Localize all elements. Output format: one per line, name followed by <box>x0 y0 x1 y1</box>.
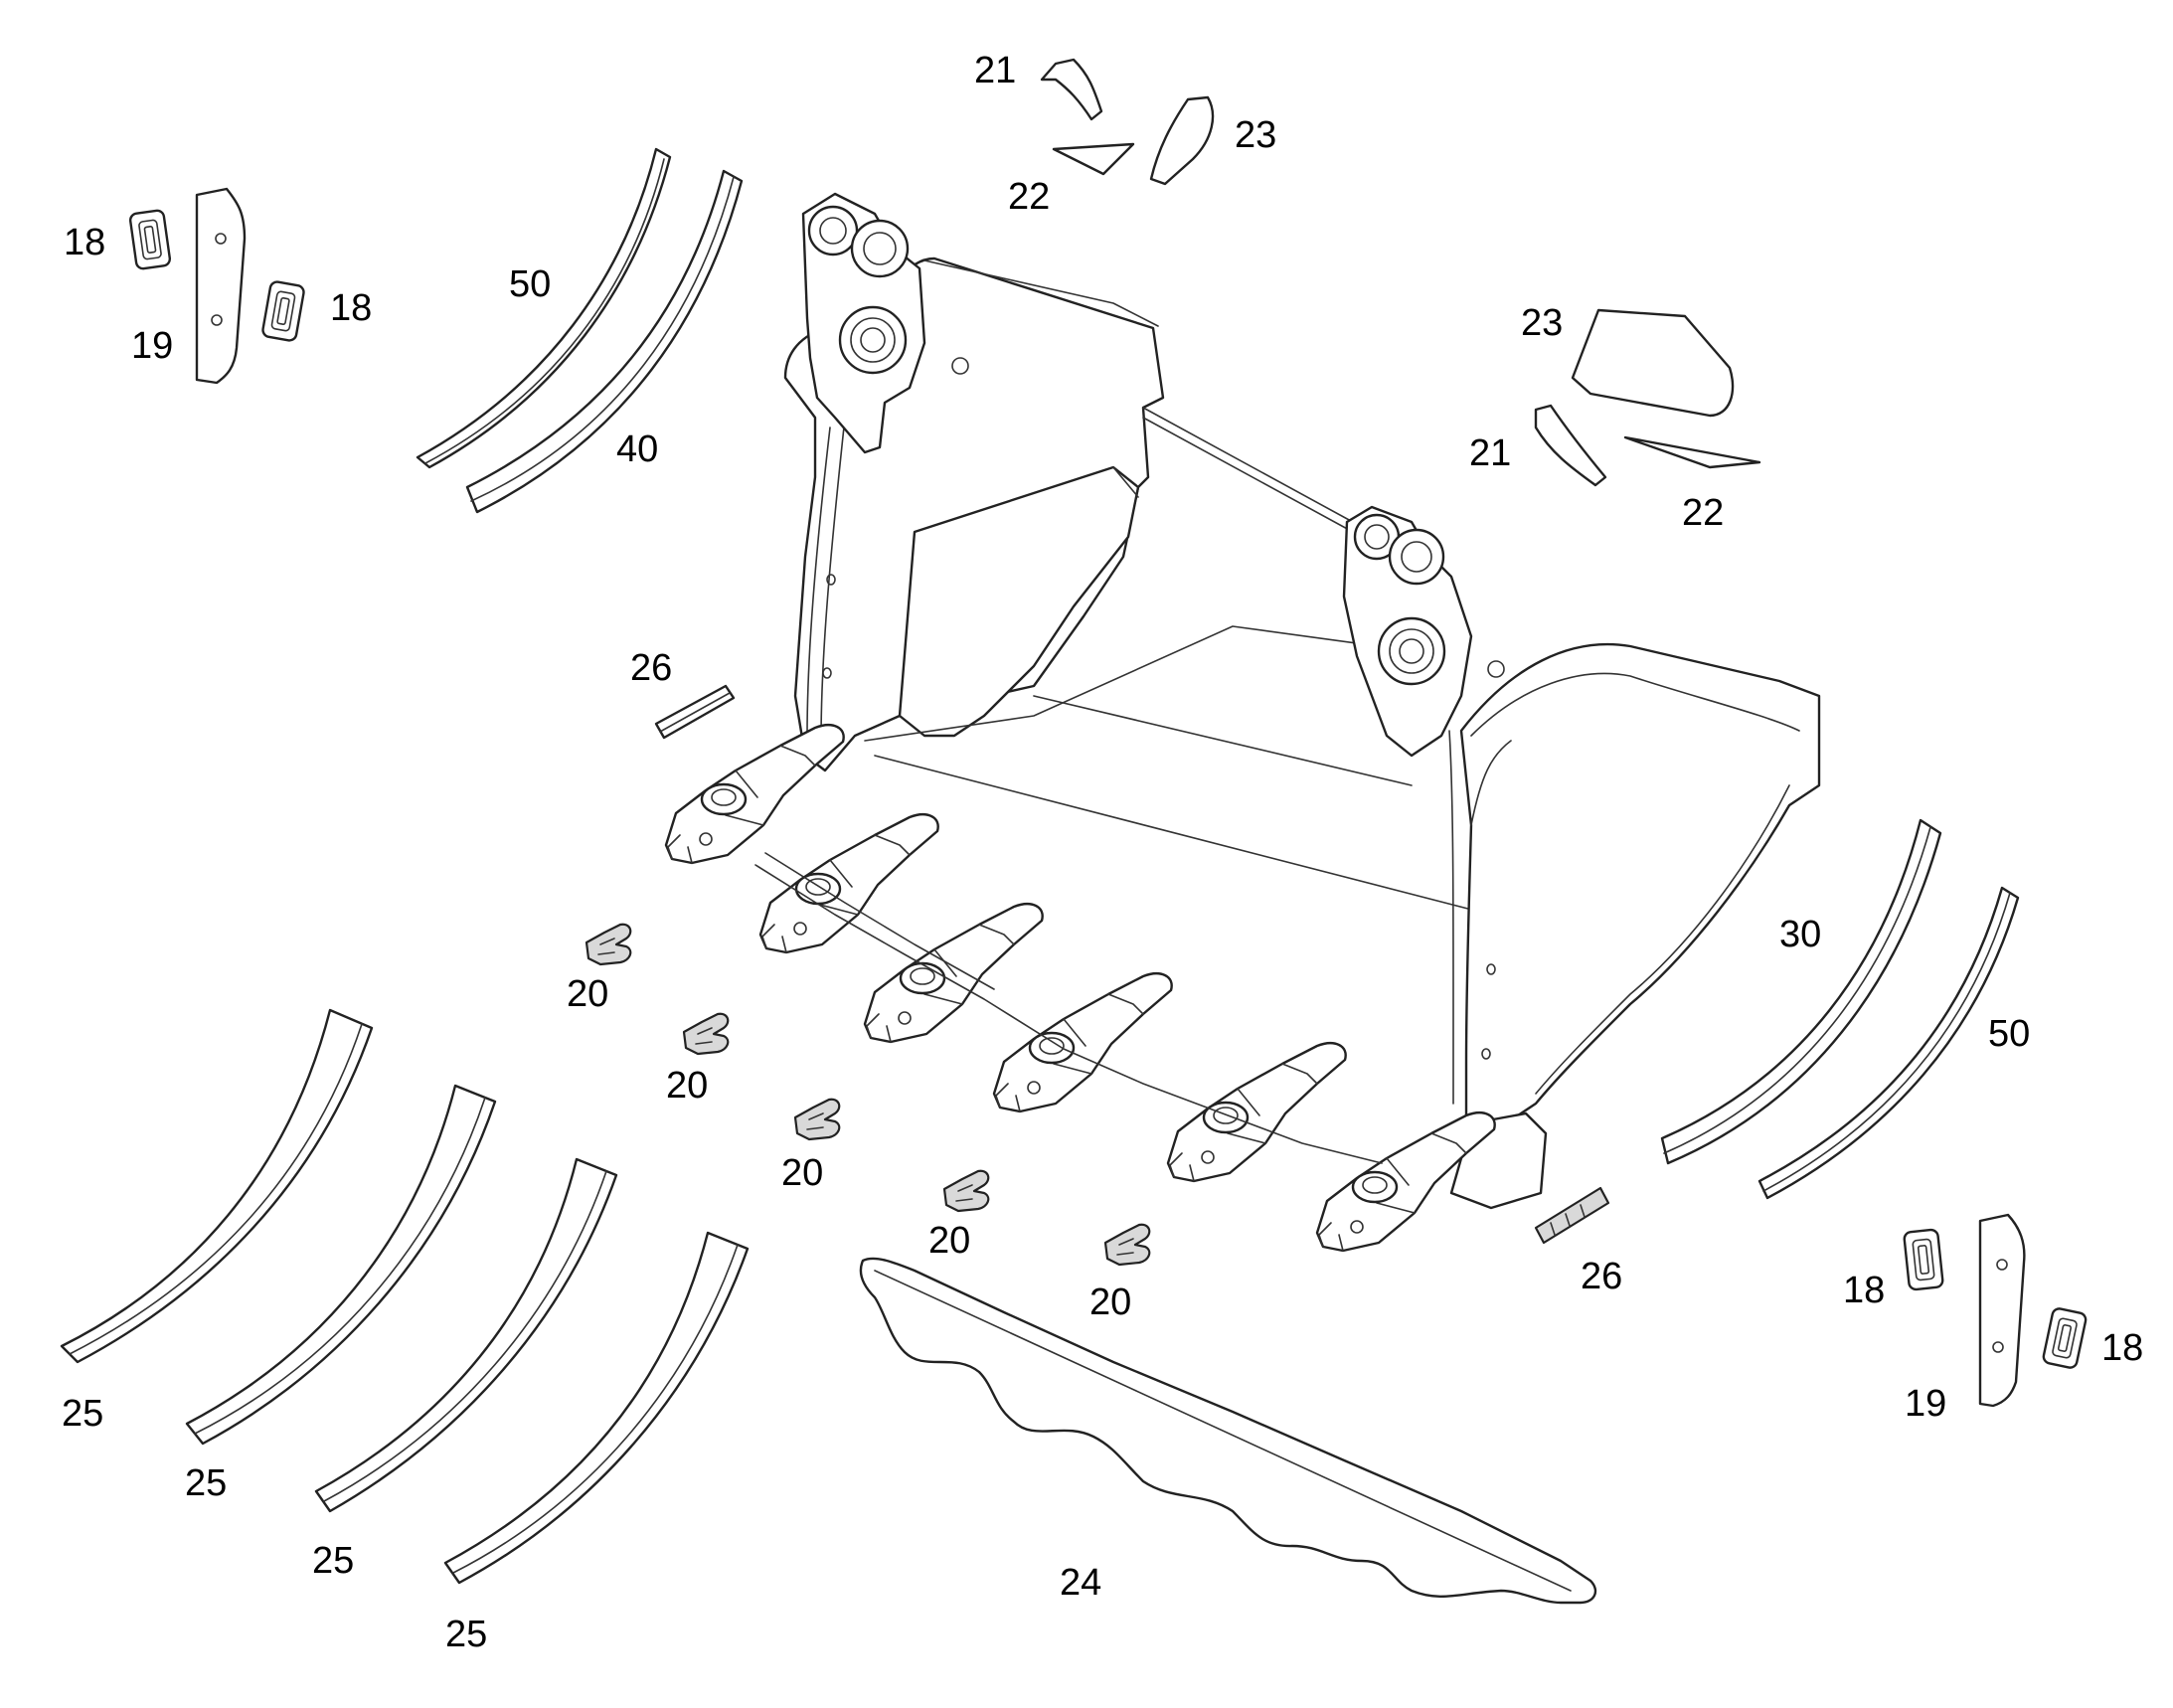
callout-20: 20 <box>567 973 608 1015</box>
callouts: 18 19 18 50 40 21 22 23 23 21 22 26 20 2… <box>62 50 2143 1655</box>
callout-25: 25 <box>185 1462 227 1504</box>
callout-26: 26 <box>1581 1256 1622 1297</box>
part-22-wedge <box>1052 142 1135 176</box>
part-23-wedge-plate <box>1149 95 1215 186</box>
part-20-pin-clip <box>793 1098 841 1141</box>
callout-23: 23 <box>1235 114 1276 156</box>
callout-23: 23 <box>1521 302 1563 344</box>
callout-18: 18 <box>330 287 372 329</box>
part-21-retainer <box>1534 404 1607 487</box>
part-19-side-wear-plate <box>195 187 247 385</box>
part-22-wedge <box>1623 435 1761 469</box>
tooth-adapter <box>664 724 845 865</box>
callout-20: 20 <box>928 1220 970 1262</box>
callout-19: 19 <box>131 325 173 367</box>
callout-25: 25 <box>445 1614 487 1655</box>
tooth-adapter <box>863 903 1044 1044</box>
part-19-side-wear-plate <box>1978 1213 2026 1408</box>
tooth-adapter <box>758 813 939 954</box>
part-50-wear-strip <box>1757 886 2020 1200</box>
callout-18: 18 <box>64 222 105 263</box>
part-20-pin-clip <box>682 1012 730 1056</box>
lip-edge <box>754 852 1383 1164</box>
callout-40: 40 <box>616 428 658 470</box>
part-25-wear-strip <box>443 1231 750 1585</box>
part-40-wear-strip <box>465 169 744 514</box>
callout-24: 24 <box>1060 1562 1101 1604</box>
part-20-pin-clip <box>585 923 632 966</box>
part-18-wear-button <box>1903 1228 1944 1291</box>
pin-clips <box>585 923 1151 1267</box>
callout-20: 20 <box>666 1065 708 1107</box>
part-23-wedge-plate <box>1571 308 1735 418</box>
callout-25: 25 <box>312 1540 354 1582</box>
part-18-wear-button <box>128 209 172 270</box>
part-20-pin-clip <box>1103 1223 1151 1267</box>
tooth-adapter <box>1166 1042 1347 1183</box>
callout-26: 26 <box>630 647 672 689</box>
part-20-pin-clip <box>942 1169 990 1213</box>
callout-50: 50 <box>509 263 551 305</box>
part-25-wear-strip <box>314 1157 618 1513</box>
tooth-adapter <box>992 972 1173 1113</box>
callout-22: 22 <box>1008 176 1050 218</box>
callout-22: 22 <box>1682 492 1724 534</box>
part-50-wear-strip <box>416 147 672 469</box>
callout-20: 20 <box>1089 1281 1131 1323</box>
callout-30: 30 <box>1779 914 1821 955</box>
part-30-wear-strip <box>1660 818 1942 1165</box>
callout-19: 19 <box>1905 1383 1946 1425</box>
callout-21: 21 <box>974 50 1016 91</box>
part-18-wear-button <box>261 280 305 342</box>
part-25-wear-strip <box>60 1008 374 1364</box>
part-26-shim <box>654 684 736 740</box>
part-26-shim <box>1534 1186 1610 1245</box>
part-25-wear-strip <box>185 1084 497 1446</box>
callout-25: 25 <box>62 1393 103 1435</box>
callout-20: 20 <box>781 1152 823 1194</box>
part-21-retainer <box>1040 58 1103 121</box>
part-24-lip-wear-plate <box>859 1257 1597 1605</box>
callout-21: 21 <box>1469 432 1511 474</box>
part-18-wear-button <box>2042 1307 2088 1369</box>
callout-18: 18 <box>2101 1327 2143 1369</box>
bucket-body <box>783 192 1821 1210</box>
tooth-adapter <box>1315 1111 1496 1253</box>
callout-50: 50 <box>1988 1013 2030 1055</box>
callout-18: 18 <box>1843 1270 1885 1311</box>
